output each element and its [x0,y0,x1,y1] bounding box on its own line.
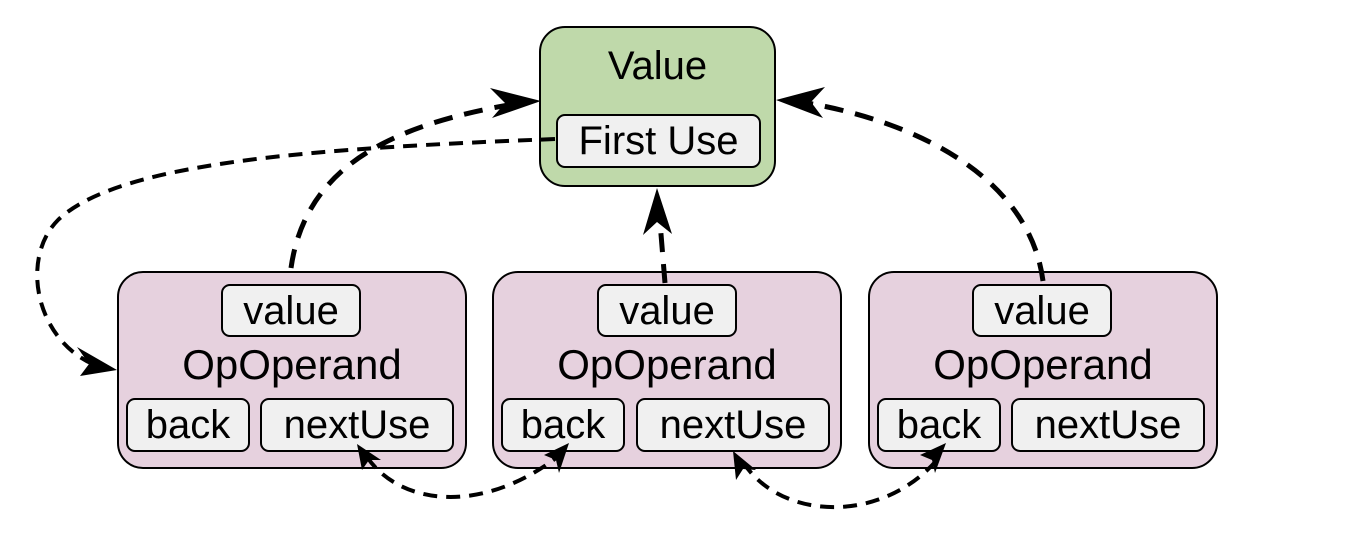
op-operand-next-use-field: nextUse [1011,398,1205,452]
op-operand-value-field: value [972,284,1112,337]
op-operand-value-field: value [221,284,361,337]
op-operand-value-field: value [597,284,737,337]
arrowhead-icon [733,451,756,480]
op-operand-title: OpOperand [182,341,402,388]
op-operand-title: OpOperand [557,341,777,388]
next-use-back-link-1 [365,455,558,499]
arrowhead-icon [776,87,825,118]
first-use-to-operand-edge [35,137,556,367]
op-operand-node-2: value OpOperand back nextUse [492,271,842,469]
arrowhead-icon [920,443,946,473]
op-operand-next-use-field: nextUse [636,398,830,452]
op-operand-title: OpOperand [933,341,1153,388]
operand-3-to-value-edge [794,98,1046,282]
op-operand-node-3: value OpOperand back nextUse [868,271,1218,469]
operand-2-to-value-edge [657,221,668,284]
arrowhead-icon [544,443,569,473]
op-operand-back-field: back [501,398,625,452]
arrowhead-icon [490,88,541,118]
first-use-field: First Use [556,114,761,168]
value-node: Value First Use [539,26,776,187]
next-use-back-link-2 [741,458,939,510]
arrowhead-icon [357,444,381,470]
arrowhead-icon [643,188,672,235]
value-title: Value [607,44,708,88]
operand-1-to-value-edge [288,100,521,269]
op-operand-back-field: back [126,398,250,452]
op-operand-next-use-field: nextUse [260,398,454,452]
op-operand-node-1: value OpOperand back nextUse [117,271,467,469]
arrowhead-icon [77,347,117,376]
